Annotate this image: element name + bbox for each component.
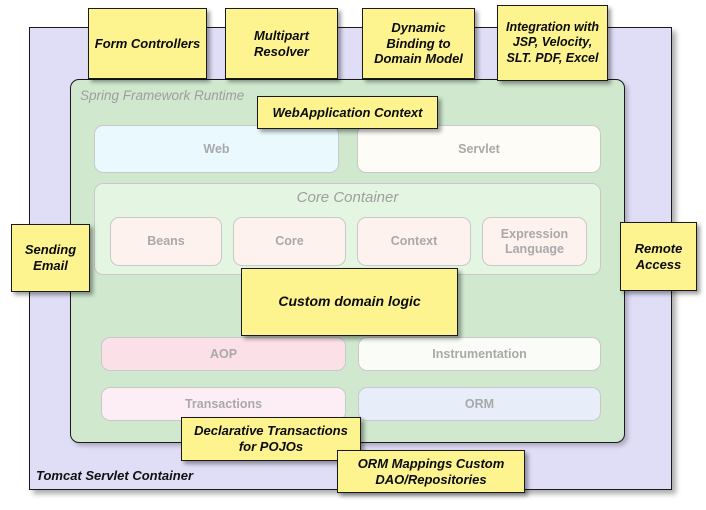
note-dynamic-binding-label: Dynamic Binding to Domain Model [374,19,463,67]
spring-framework-runtime-label: Spring Framework Runtime [80,88,245,103]
module-orm-label: ORM [464,396,495,411]
note-integration[interactable]: Integration with JSP, Velocity, SLT. PDF… [497,5,608,81]
module-instrumentation: Instrumentation [358,337,601,371]
module-aop: AOP [101,337,346,371]
module-core-label: Core [275,234,304,249]
note-form-controllers[interactable]: Form Controllers [88,8,207,79]
tomcat-servlet-container-label: Tomcat Servlet Container [36,468,194,483]
module-context-label: Context [390,234,438,249]
note-multipart-resolver[interactable]: Multipart Resolver [225,8,338,79]
note-custom-domain-logic-label: Custom domain logic [278,293,421,310]
module-core: Core [233,217,346,266]
note-declarative-transactions[interactable]: Declarative Transactions for POJOs [181,417,361,461]
note-form-controllers-label: Form Controllers [94,35,201,51]
module-aop-label: AOP [209,346,238,361]
module-context: Context [357,217,471,266]
module-servlet-label: Servlet [458,141,500,156]
module-web-label: Web [203,141,230,156]
module-servlet: Servlet [357,125,601,173]
module-beans: Beans [110,217,222,266]
module-orm: ORM [358,387,601,421]
core-container-label: Core Container [296,189,399,206]
note-remote-access-label: Remote Access [634,240,683,272]
module-transactions: Transactions [101,387,346,421]
module-transactions-label: Transactions [184,396,263,411]
note-dynamic-binding[interactable]: Dynamic Binding to Domain Model [362,8,475,79]
module-expression-language: Expression Language [482,217,587,266]
note-custom-domain-logic[interactable]: Custom domain logic [241,268,458,336]
note-webapplication-context-label: WebApplication Context [272,104,423,120]
module-web: Web [94,125,339,173]
note-orm-mappings-label: ORM Mappings Custom DAO/Repositories [357,455,505,487]
module-expression-language-label: Expression Language [500,226,569,256]
note-remote-access[interactable]: Remote Access [620,222,697,291]
module-instrumentation-label: Instrumentation [432,346,527,361]
note-webapplication-context[interactable]: WebApplication Context [257,96,438,129]
note-orm-mappings[interactable]: ORM Mappings Custom DAO/Repositories [337,450,525,493]
note-multipart-resolver-label: Multipart Resolver [254,27,309,59]
note-sending-email[interactable]: Sending Email [11,224,90,292]
note-integration-label: Integration with JSP, Velocity, SLT. PDF… [505,20,600,65]
note-sending-email-label: Sending Email [24,242,77,273]
note-declarative-transactions-label: Declarative Transactions for POJOs [194,423,348,454]
module-beans-label: Beans [147,234,185,249]
